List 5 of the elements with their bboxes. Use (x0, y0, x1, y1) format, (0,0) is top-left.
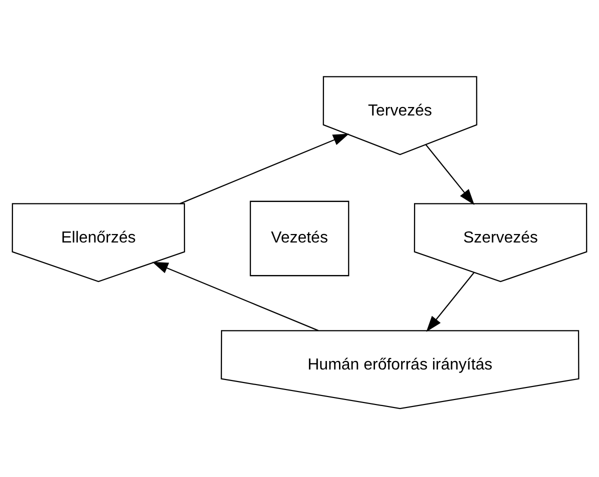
arrow (152, 262, 319, 332)
arrow (426, 272, 475, 332)
arrow (425, 144, 474, 205)
arrow (180, 134, 350, 204)
node-box: Vezetés (250, 200, 350, 276)
